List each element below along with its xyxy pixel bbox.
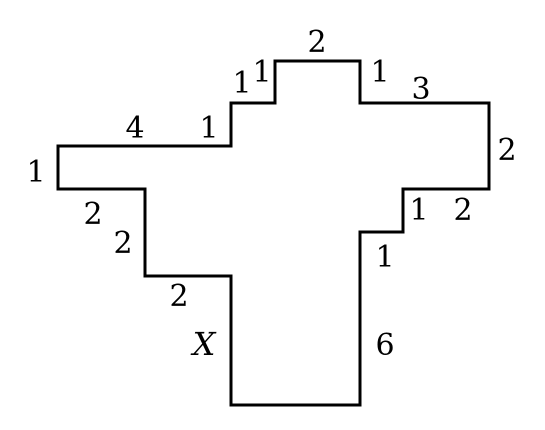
label-top-right-run: 3 [411,72,430,107]
label-left-lower-run: 2 [83,197,102,232]
label-top-side: 2 [307,25,326,60]
label-top-left-step-outer: 1 [232,66,251,101]
label-top-right-step: 1 [370,55,389,90]
label-right-lower-step: 1 [375,240,394,275]
label-left-lower-drop: 2 [113,226,132,261]
label-right-step-rise: 1 [409,193,428,228]
label-unknown-side-x: X [190,325,217,363]
label-left-inner-run: 2 [169,279,188,314]
label-right-end: 2 [497,133,516,168]
label-right-long-side: 6 [375,328,394,363]
label-left-arm-top: 4 [125,111,144,146]
label-left-arm-step: 1 [199,111,218,146]
label-right-step-run: 2 [453,193,472,228]
label-top-left-step-inner: 1 [252,55,271,90]
label-left-end: 1 [26,155,45,190]
polygon-outline [56,59,491,407]
